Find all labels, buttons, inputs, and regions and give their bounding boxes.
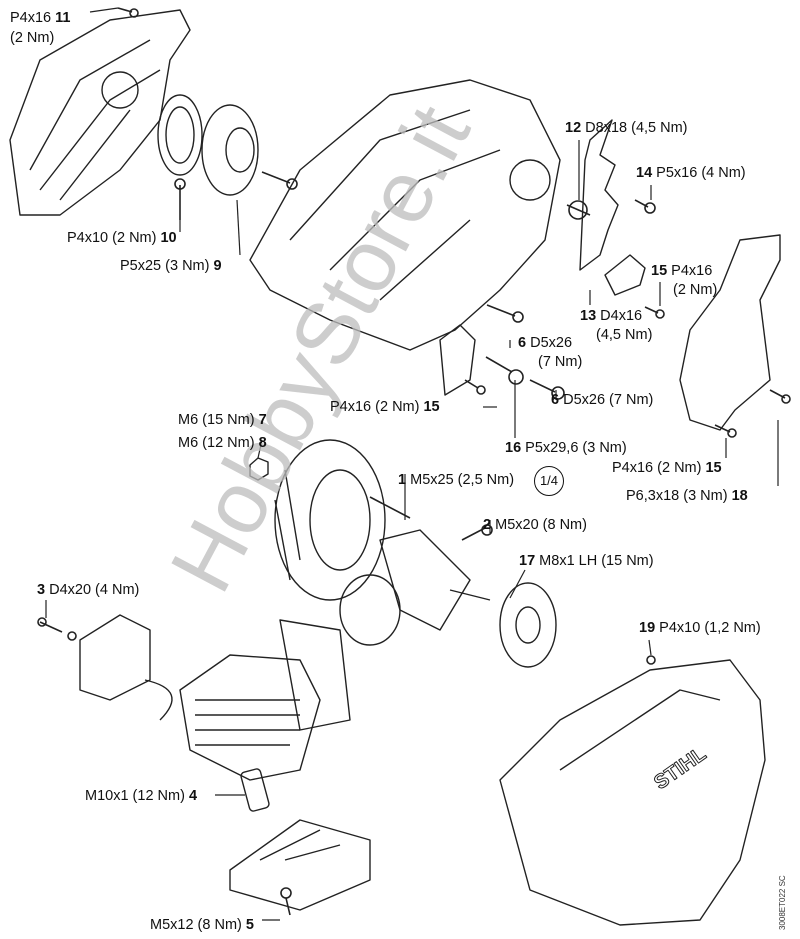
quarter-turn-icon: 1/4 (534, 466, 564, 496)
label-11-torque: (2 Nm) (10, 30, 55, 46)
label-6-bottom: 6 D5x26 (7 Nm) (551, 392, 654, 408)
label-8: M6 (12 Nm) 8 (178, 435, 267, 451)
label-13-torque: (4,5 Nm) (596, 327, 653, 343)
rewind-spring (157, 94, 203, 176)
label-17: 17 M8x1 LH (15 Nm) (519, 553, 654, 569)
rope-rotor (201, 104, 259, 196)
label-11: P4x16 11 (10, 10, 71, 26)
label-10: P4x10 (2 Nm) 10 (67, 230, 177, 246)
label-19: 19 P4x10 (1,2 Nm) (639, 620, 761, 636)
screws (37, 7, 791, 916)
leader-lines (45, 7, 779, 921)
label-13: 13 D4x16 (580, 308, 643, 324)
mount-bracket (604, 254, 646, 296)
label-6-top-torque: (7 Nm) (538, 354, 583, 370)
drawing-code: 3008ET022 SC (778, 875, 787, 930)
spark-plug (240, 768, 270, 812)
crankshaft (379, 529, 491, 631)
label-15-top: 15 P4x16 (651, 263, 713, 279)
handguard-bracket (679, 234, 781, 431)
label-15-top-torque: (2 Nm) (673, 282, 718, 298)
label-2: 2 M5x20 (8 Nm) (483, 517, 587, 533)
cylinder-gasket (279, 619, 351, 731)
sprocket-cover: STIHL (499, 659, 766, 926)
label-1: 1 M5x25 (2,5 Nm) (398, 472, 515, 488)
starter-cover (9, 9, 191, 216)
stihl-logo: STIHL (650, 743, 710, 794)
cylinder (179, 654, 321, 781)
clutch (499, 582, 557, 668)
label-14: 14 P5x16 (4 Nm) (636, 165, 746, 181)
label-4: M10x1 (12 Nm) 4 (85, 788, 198, 804)
label-6-top: 6 D5x26 (518, 335, 573, 351)
bumper-spike (579, 119, 619, 271)
label-18: P6,3x18 (3 Nm) 18 (626, 488, 748, 504)
label-7: M6 (15 Nm) 7 (178, 412, 267, 428)
label-3: 3 D4x20 (4 Nm) (37, 582, 140, 598)
label-5: M5x12 (8 Nm) 5 (150, 917, 254, 933)
label-15-mid: P4x16 (2 Nm) 15 (330, 399, 440, 415)
flywheel (274, 439, 386, 601)
muffler (229, 819, 371, 911)
engine-housing (249, 79, 561, 351)
ignition-module (79, 614, 173, 721)
label-16: 16 P5x29,6 (3 Nm) (505, 440, 627, 456)
label-12: 12 D8x18 (4,5 Nm) (565, 120, 688, 136)
label-15-right: P4x16 (2 Nm) 15 (612, 460, 722, 476)
label-9: P5x25 (3 Nm) 9 (120, 258, 222, 274)
anti-vibe-bracket (439, 324, 476, 396)
piston (339, 574, 401, 646)
